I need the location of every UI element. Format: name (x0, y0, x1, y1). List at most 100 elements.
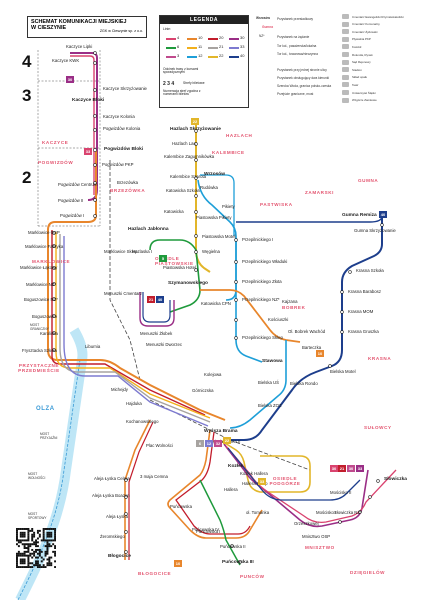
stop-label-przepilnickiego-nz: Przepilnickiego NZ* (242, 297, 280, 302)
legend-item-one-side: Przystanek przy jednej stronie ulicy (277, 68, 327, 72)
district-krasna: KRASNA (368, 356, 392, 361)
route-loop-menuszki-2 (142, 292, 171, 323)
district-brzezowka: BRZEZÓWKA (110, 188, 146, 193)
landmark-label: Kościół (352, 44, 362, 49)
stop-label-kozlek: Kozłek (228, 464, 244, 469)
stop-label-frysztacka-szkola: Frysztacka Szkoła (22, 348, 57, 353)
district-pogwizdow: POGWIZDÓW (38, 160, 74, 165)
stop-label-bielska-us: Bielska UŚ (258, 380, 280, 385)
stop-label-aleja-lyska-boazen: Aleja Łyska Boazen (92, 493, 130, 498)
stop-label-wegielna-placzka: Puńcowska IV (192, 527, 220, 532)
stop-label-pogwizdow-pkp: Pogwizdów PKP (102, 162, 134, 167)
district-kaczyce: KACZYCE (42, 140, 69, 145)
legend-item-request: Przystanek na żądanie (277, 35, 310, 39)
stop-label-puncowska-iii: Puńcowska III (222, 560, 254, 565)
stop-label-rudowka: Rudówka (200, 185, 218, 190)
stop-label-slowiczka: Słowiczka (384, 477, 407, 482)
stop-label-hazlach-las: Hazlach Las (172, 141, 196, 146)
line-badge: 21 (338, 465, 346, 472)
legend-stop-example-nz: NZ* (259, 34, 265, 38)
stop-label-kalembice-szarota: Kalembice Szarota (170, 174, 207, 179)
route-20 (51, 230, 206, 416)
bridge-graniczny: MOST GRANICZNY (30, 323, 49, 331)
district-sulowcy: SUŁOWCY (364, 425, 392, 430)
legend-title: LEGENDA (160, 16, 248, 24)
stop-label-hajduka: Hajduka (126, 401, 142, 406)
stop-label-katowicka-cpn: Katowicka CPN (201, 301, 231, 306)
stop-label-pogwizdow-kolonia: Pogwizdów Kolonia (103, 126, 141, 131)
legend-item-river: Szeroka Woda, granica polsko-czeska (277, 84, 332, 88)
stop-label-marklowice-sklep: Marklowice Sklep (104, 249, 138, 254)
stop-label-hallera: Hallera (224, 487, 238, 492)
district-bobrek: BOBREK (282, 305, 306, 310)
olza-river (15, 327, 88, 603)
stop-label-moscisko-i: Mościsko I (316, 510, 337, 515)
line-badge: 30 (330, 465, 338, 472)
legend-item-border: Przejście graniczne, most (277, 92, 314, 96)
stop-label-pogwizdow-i: Pogwizdów I (60, 213, 85, 218)
stop-label-krasna-mom: Krasna MOM (348, 309, 374, 314)
stop-label-katowicka: Katowicka (164, 209, 184, 214)
zone-2-label: 2 (22, 168, 32, 187)
title-operator: ZGK w Cieszynie sp. z o.o. (99, 29, 143, 34)
stop-label-puncowska: Puńcowska (170, 504, 192, 509)
stop-label-krasna-szkola: Krasna Szkoła (356, 268, 384, 273)
stop-label-puncowska-i: Puńcowska I (196, 529, 221, 534)
landmark-label: Wzgórze Zamkowe (352, 98, 377, 103)
landmark-label: Rotunda, Rynek (352, 52, 373, 57)
legend-line-swatch (166, 47, 176, 50)
route-12b (235, 238, 263, 363)
line-badge: 40 (379, 211, 387, 218)
stop-label-marklowice-lakowy: Marklowice Łąkowy (20, 265, 58, 270)
qr-code[interactable] (16, 528, 56, 568)
district-hazlach: HAZLACH (226, 133, 253, 138)
district-blogocice: BŁOGOCICE (138, 571, 172, 576)
bridge-wolnosci: MOST WOLNOŚCI (28, 472, 46, 480)
stop-label-puncowska-ii: Puńcowska II (220, 544, 246, 549)
stop-label-hazlach-skrzyzowanie: Hazlach Skrzyżowanie (170, 127, 221, 132)
legend-line-number: 33 (240, 44, 245, 49)
landmark-icon (342, 82, 349, 88)
district-osiedle-podgorze: OSIEDLE PODGÓRZE (269, 476, 301, 486)
legend: LEGENDA Linie: Odcinek trasy z kursami s… (159, 15, 249, 108)
stop-label-slowiczka-nz: Słowiczka NZ* (334, 510, 362, 515)
landmark-label: Skład opału (352, 75, 368, 80)
legend-item-rail-pass: Tor kol., pasażerska/lokalna (277, 44, 317, 48)
district-marklowice: MARKLOWICE (32, 259, 71, 264)
legend-line-swatch (187, 38, 197, 41)
landmark-icon (342, 97, 349, 103)
route-10-east (200, 289, 301, 343)
route-south-purple (223, 443, 369, 528)
legend-line-number: 6 (177, 44, 180, 49)
line-badge: 32 (214, 440, 222, 447)
route-12c (200, 174, 235, 236)
stop-label-brzezowka: Brzezówka (117, 180, 139, 185)
landmark-icon (342, 90, 349, 95)
landmark-label: Teatr (352, 82, 359, 87)
route-green-south (199, 479, 241, 566)
stop-label-bielska-rondo: Bielska Rondo (290, 381, 318, 386)
landmark-icon (342, 21, 349, 27)
stop-label-gorniczska: Górniczska (192, 388, 214, 393)
landmark-label: Sąd Rejonowy (352, 60, 371, 65)
legend-line-swatch (208, 47, 218, 50)
legend-line-number: 4 (177, 35, 180, 40)
stop-label-szymanowskiego: Szymanowskiego (168, 281, 208, 286)
legend-item-sporadic: Odcinek trasy z kursami sporadycznymi (163, 67, 199, 75)
stop-label-menuszki-dworzec: Menuszki Dworzec (146, 342, 183, 347)
legend-line-number: 22 (219, 53, 224, 58)
line-badge: 40 (156, 296, 164, 303)
stop-label-krasna-gruszka: Krasna Gruszka (348, 329, 379, 334)
line-badge: 33 (258, 478, 266, 485)
landmark-icon (342, 52, 349, 57)
stop-label-boguszowice: Boguszowice (32, 314, 58, 319)
railway-line-2 (149, 399, 311, 471)
legend-line-swatch (166, 38, 176, 41)
stop-label-blogocice: Błogocice (108, 554, 131, 559)
stop-label-moscisko-ii: Mościsko II (330, 490, 352, 495)
bridge-sportowy: MOST SPORTOWY (28, 512, 47, 520)
border-line (17, 359, 81, 601)
railway-line (109, 160, 141, 381)
stop-label-piastowska-pikiety: Piastowska Pikiety (196, 215, 232, 220)
legend-line-number: 10 (198, 35, 203, 40)
